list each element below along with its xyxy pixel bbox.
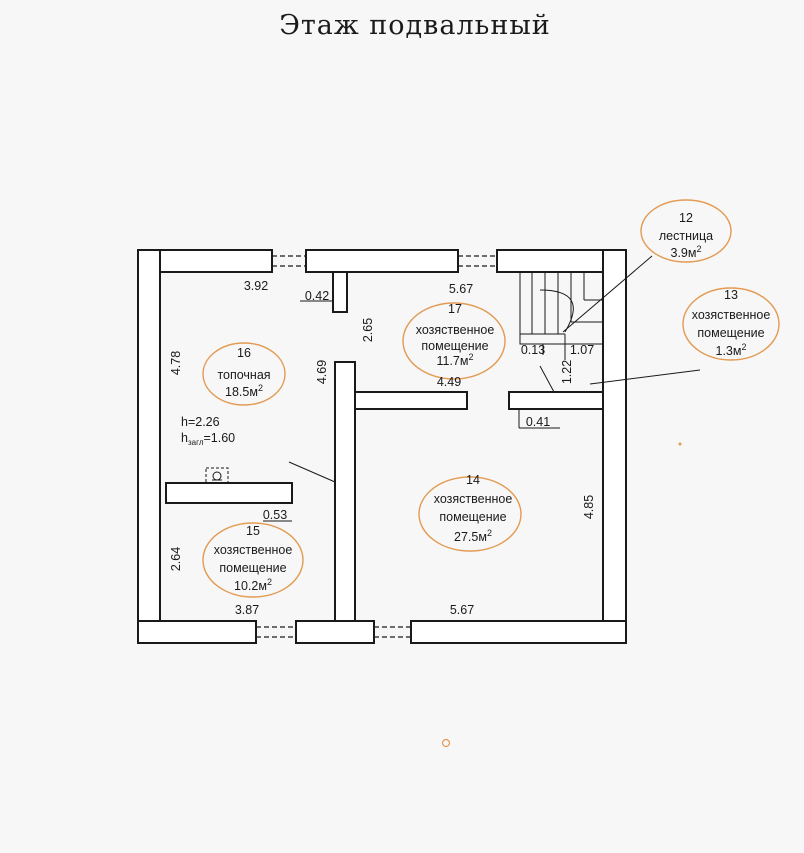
dim-0-53: 0.53 [263, 508, 287, 522]
room-14-area: 27.5м2 [454, 528, 492, 544]
dimensions: 3.92 0.42 5.67 2.65 4.78 4.69 4.49 0.13 … [169, 279, 596, 617]
room-17-name-line2: помещение [421, 339, 488, 353]
room-17-highlight [402, 302, 506, 380]
dim-4-49: 4.49 [437, 375, 461, 389]
dim-2-65: 2.65 [361, 318, 375, 342]
floor-depth-label: hзагл=1.60 [181, 431, 235, 447]
room-14-name-line2: помещение [439, 510, 506, 524]
room-13-name-line2: помещение [697, 326, 764, 340]
room-14-name-line1: хозяственное [434, 492, 513, 506]
room-15-number: 15 [246, 524, 260, 538]
dim-1-07: 1.07 [570, 343, 594, 357]
dim-4-85: 4.85 [582, 495, 596, 519]
room-15-highlight [202, 522, 304, 598]
staircase [519, 271, 604, 360]
room-16-number: 16 [237, 346, 251, 360]
room-14-highlight [418, 476, 522, 552]
page-title: Этаж подвальный [279, 10, 551, 41]
dim-4-78: 4.78 [169, 351, 183, 375]
room-13-number: 13 [724, 288, 738, 302]
room-12-number: 12 [679, 211, 693, 225]
dim-3-92: 3.92 [244, 279, 268, 293]
room-17-name-line1: хозяственное [416, 323, 495, 337]
dim-0-41: 0.41 [526, 415, 550, 429]
dim-3-87: 3.87 [235, 603, 259, 617]
room-13-area: 1.3м2 [716, 342, 747, 358]
room-13-name-line1: хозяственное [692, 308, 771, 322]
room-12-name: лестница [659, 229, 713, 243]
dim-4-69: 4.69 [315, 360, 329, 384]
inner-walls [165, 271, 604, 622]
leader-lines [263, 255, 701, 522]
dim-2-64: 2.64 [169, 547, 183, 571]
stray-dot [678, 442, 682, 446]
room-17-number: 17 [448, 302, 462, 316]
dim-1-22: 1.22 [560, 360, 574, 384]
room-16-highlight [202, 342, 286, 406]
room-15-area: 10.2м2 [234, 577, 272, 593]
room-15-name-line2: помещение [219, 561, 286, 575]
windows [256, 255, 497, 638]
outer-walls [137, 249, 627, 644]
room-17-area: 11.7м2 [436, 352, 473, 368]
dim-0-42: 0.42 [305, 289, 329, 303]
room-16-area: 18.5м2 [225, 383, 263, 399]
ceiling-height-label: h=2.26 [181, 415, 220, 429]
stray-mark [441, 738, 451, 748]
room-16-name: топочная [217, 368, 270, 382]
room-13-highlight [682, 287, 780, 361]
room-14-number: 14 [466, 473, 480, 487]
dim-5-67-bottom: 5.67 [450, 603, 474, 617]
room-15-name-line1: хозяственное [214, 543, 293, 557]
room-12-highlight [640, 199, 732, 263]
boiler-icon [205, 467, 229, 484]
dim-5-67-top: 5.67 [449, 282, 473, 296]
room-12-area: 3.9м2 [671, 244, 702, 260]
dim-0-13: 0.13 [521, 343, 545, 357]
